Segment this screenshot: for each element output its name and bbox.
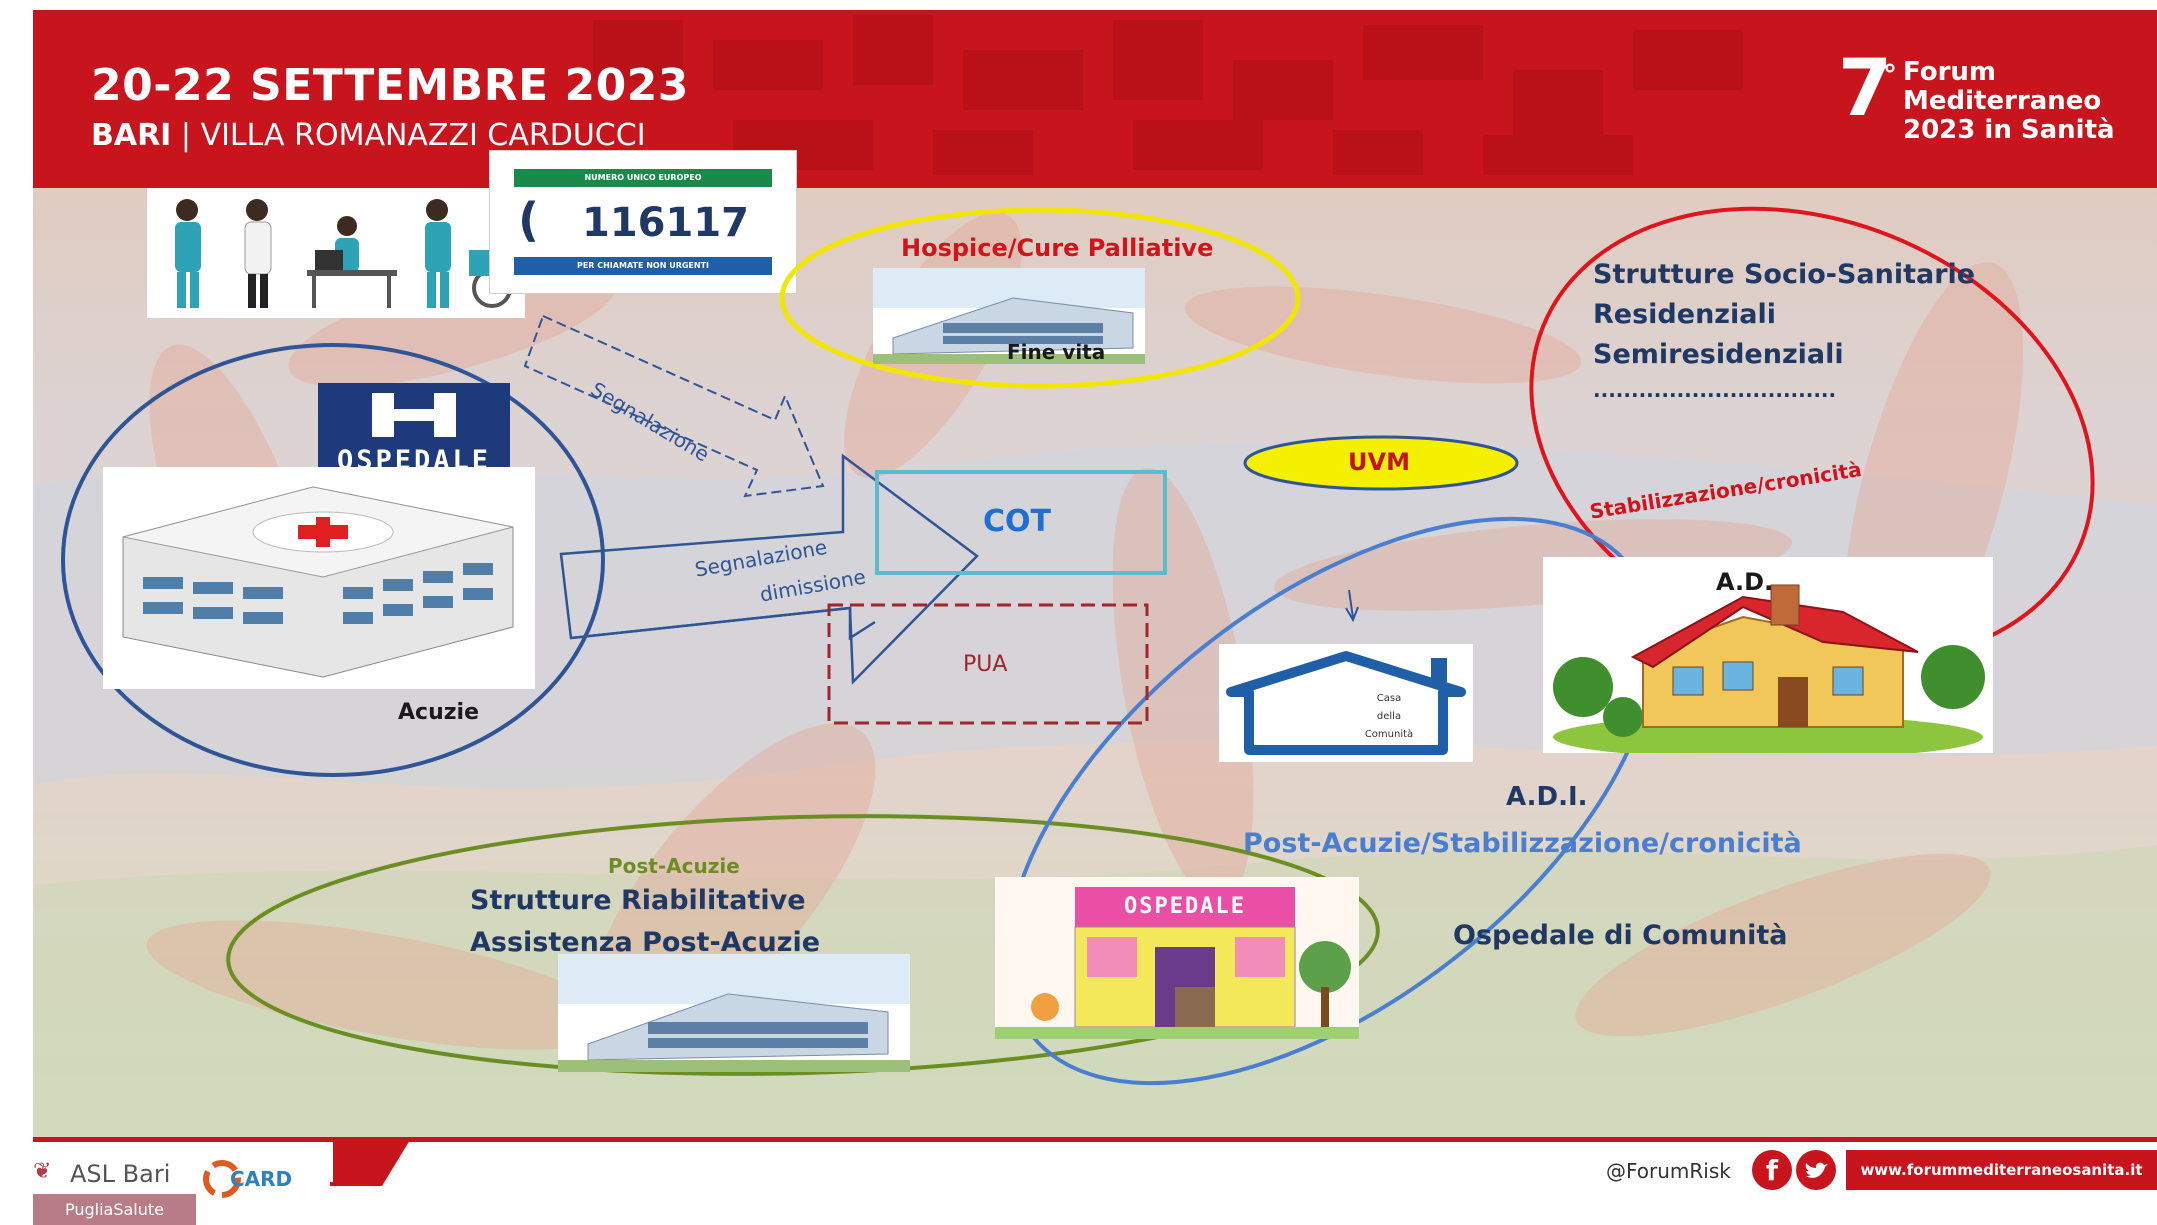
adi-subtitle: Post-Acuzie/Stabilizzazione/cronicità	[1243, 828, 1802, 859]
house-outline-icon	[1226, 651, 1466, 755]
event-venue: BARI | VILLA ROMANAZZI CARDUCCI	[91, 118, 646, 153]
socio-line-1: Strutture Socio-Sanitarie	[1593, 259, 1976, 290]
casa-comunita-label: Casa della Comunità	[1349, 690, 1429, 744]
community-hospital-sign: OSPEDALE	[1124, 894, 1246, 919]
forum-line-2: Mediterraneo	[1903, 86, 2102, 116]
community-hospital-drawing: OSPEDALE	[995, 877, 1359, 1039]
home-care-house	[1543, 557, 1993, 753]
down-arrow-icon	[1345, 589, 1359, 623]
phone-card-top-text: NUMERO UNICO EUROPEO	[514, 169, 772, 187]
phone-number: 116117	[582, 200, 749, 246]
socio-dots: ................................	[1593, 378, 1837, 402]
hospice-ellipse	[779, 207, 1301, 389]
puglia-salute-badge: PugliaSalute	[33, 1194, 196, 1225]
cot-box	[875, 470, 1167, 575]
nurse-figure-icon	[175, 199, 201, 308]
post-acuzie-title: Post-Acuzie	[608, 854, 740, 878]
venue-separator: |	[180, 118, 192, 153]
post-acuzie-text: Strutture Riabilitative Assistenza Post-…	[470, 880, 820, 964]
dimissione-arrow-upper	[559, 453, 979, 685]
uvm-ellipse	[1243, 435, 1519, 491]
acuzie-label: Acuzie	[398, 700, 479, 725]
twitter-icon[interactable]	[1796, 1150, 1836, 1190]
socio-line-3: Semiresidenziali	[1593, 339, 1844, 370]
forum-logo-number: 7	[1838, 50, 1892, 128]
venue-name: VILLA ROMANAZZI CARDUCCI	[200, 118, 646, 153]
socio-line-2: Residenziali	[1593, 299, 1776, 330]
facebook-icon[interactable]: f	[1752, 1150, 1792, 1190]
post-acuzie-ellipse	[226, 814, 1380, 1076]
footer-top-line	[33, 1137, 2157, 1142]
segnalazione-arrow	[523, 314, 825, 498]
pua-box	[827, 603, 1149, 725]
forum-logo-text: Forum Mediterraneo 2023 in Sanità	[1903, 58, 2115, 145]
cot-label: COT	[983, 504, 1051, 539]
ospedale-comunita-label: Ospedale di Comunità	[1453, 920, 1788, 951]
casa-line-2: della	[1376, 711, 1402, 722]
hospice-building	[873, 268, 1145, 364]
ospedale-sign: OSPEDALE	[318, 383, 510, 483]
card-circle-icon	[203, 1160, 241, 1198]
asl-tree-icon: ❦	[33, 1159, 52, 1184]
phone-icon: (	[518, 193, 540, 247]
header-pattern	[593, 15, 1743, 175]
casa-line-3: Comunità	[1364, 729, 1414, 740]
forum-risk-handle[interactable]: @ForumRisk	[1606, 1159, 1731, 1183]
website-link[interactable]: www.forummediterraneosanita.it	[1846, 1150, 2157, 1190]
adi-label: A.D.I.	[1506, 782, 1588, 812]
event-city: BARI	[91, 118, 172, 153]
footer-red-shape	[330, 1140, 410, 1186]
hospital-ellipse	[61, 343, 605, 777]
hospice-title: Hospice/Cure Palliative	[901, 234, 1214, 262]
casa-comunita-card: Casa della Comunità	[1219, 644, 1473, 762]
forum-degree: °	[1883, 58, 1897, 91]
hospital-h-icon	[372, 393, 456, 437]
footer: ❦ ASL Bari PugliaSalute CARD @ForumRisk …	[0, 1137, 2157, 1225]
phone-number-card: NUMERO UNICO EUROPEO ( 116117 PER CHIAMA…	[489, 150, 797, 294]
ad-label: A.D.	[1716, 568, 1774, 596]
post-acuzie-line-1: Strutture Riabilitative	[470, 885, 806, 916]
post-acuzie-line-2: Assistenza Post-Acuzie	[470, 927, 821, 958]
forum-line-3: 2023 in Sanità	[1903, 115, 2115, 145]
card-logo: CARD	[200, 1157, 328, 1223]
forum-number: 7	[1838, 44, 1893, 134]
card-logo-text: CARD	[230, 1167, 293, 1191]
twitter-bird-shape	[1805, 1162, 1828, 1178]
event-date: 20-22 SETTEMBRE 2023	[91, 60, 689, 111]
slide: 20-22 SETTEMBRE 2023 BARI | VILLA ROMANA…	[33, 10, 2157, 1137]
casa-line-1: Casa	[1376, 693, 1402, 704]
doctor-figure-icon	[244, 199, 272, 308]
fine-vita-label: Fine vita	[1007, 340, 1106, 364]
pua-label: PUA	[963, 652, 1008, 677]
asl-bari-logo-text: ASL Bari	[70, 1160, 171, 1188]
uvm-label: UVM	[1348, 448, 1410, 476]
forum-line-1: Forum	[1903, 57, 1996, 87]
medical-staff-illustration	[147, 188, 525, 318]
header-band	[33, 10, 2157, 188]
socio-sanitarie-text: Strutture Socio-Sanitarie Residenziali S…	[1593, 255, 1975, 405]
phone-card-bottom-text: PER CHIAMATE NON URGENTI	[514, 257, 772, 275]
hospital-building	[103, 467, 535, 689]
community-hospital-illustration	[995, 887, 1359, 1039]
post-acuzie-building	[558, 954, 910, 1072]
dimissione-arrow-lower	[570, 606, 876, 641]
desk-worker-icon	[307, 216, 397, 308]
